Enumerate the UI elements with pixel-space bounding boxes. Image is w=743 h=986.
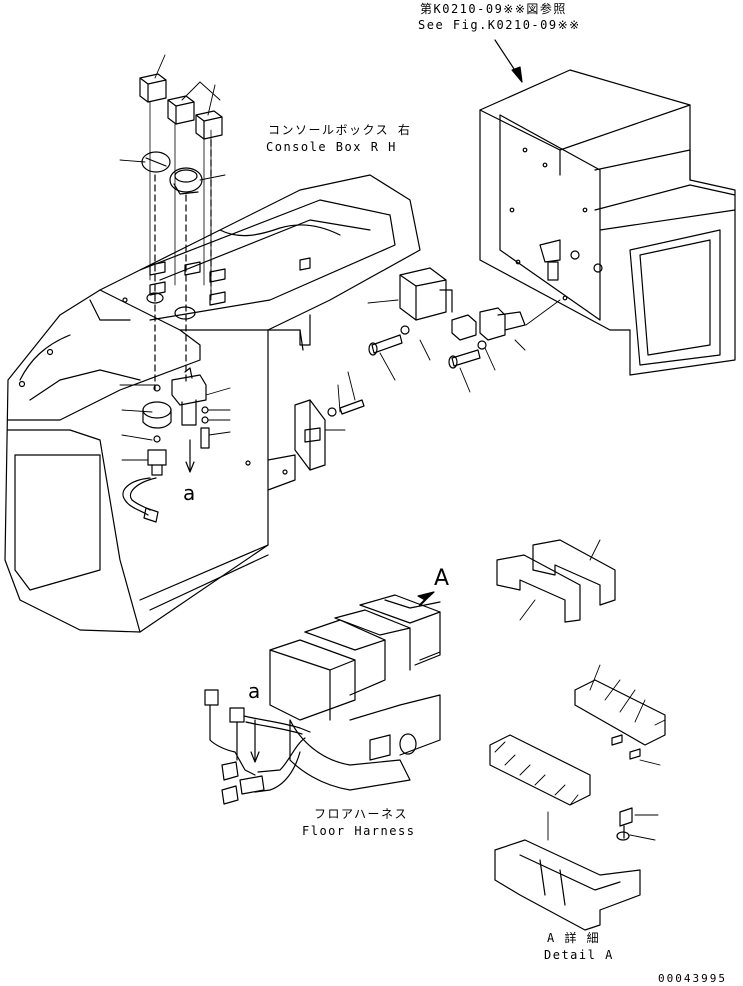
console-label-en: Console Box R H xyxy=(266,140,397,154)
detail-a-parts xyxy=(490,540,665,930)
reference-label-jp: 第K0210-09※※図参照 xyxy=(420,2,567,16)
harness-label-jp: フロアハーネス xyxy=(314,807,409,821)
fuse-box-assembly xyxy=(270,595,440,790)
console-box xyxy=(5,175,420,632)
cab-panel xyxy=(480,70,735,375)
detail-label-jp: A 詳 細 xyxy=(547,931,601,945)
marker-a-harness: a xyxy=(248,679,261,703)
view-a-label: A xyxy=(434,566,450,591)
marker-a-console: a xyxy=(183,481,196,505)
leader-lines xyxy=(120,55,560,460)
relay-boxes xyxy=(400,268,525,349)
bolts xyxy=(369,335,480,368)
assembly-lines xyxy=(155,130,211,390)
switch-caps xyxy=(140,74,222,194)
detail-a-leaders xyxy=(495,540,665,840)
detail-label-en: Detail A xyxy=(544,948,614,962)
drawing-number: 00043995 xyxy=(658,972,727,985)
console-label-jp: コンソールボックス 右 xyxy=(268,123,412,137)
harness-wires xyxy=(205,690,310,804)
relay-unit-side xyxy=(295,400,364,470)
harness-label-en: Floor Harness xyxy=(302,824,416,838)
switch-assembly xyxy=(123,368,209,522)
reference-label-en: See Fig.K0210-09※※ xyxy=(418,18,581,32)
